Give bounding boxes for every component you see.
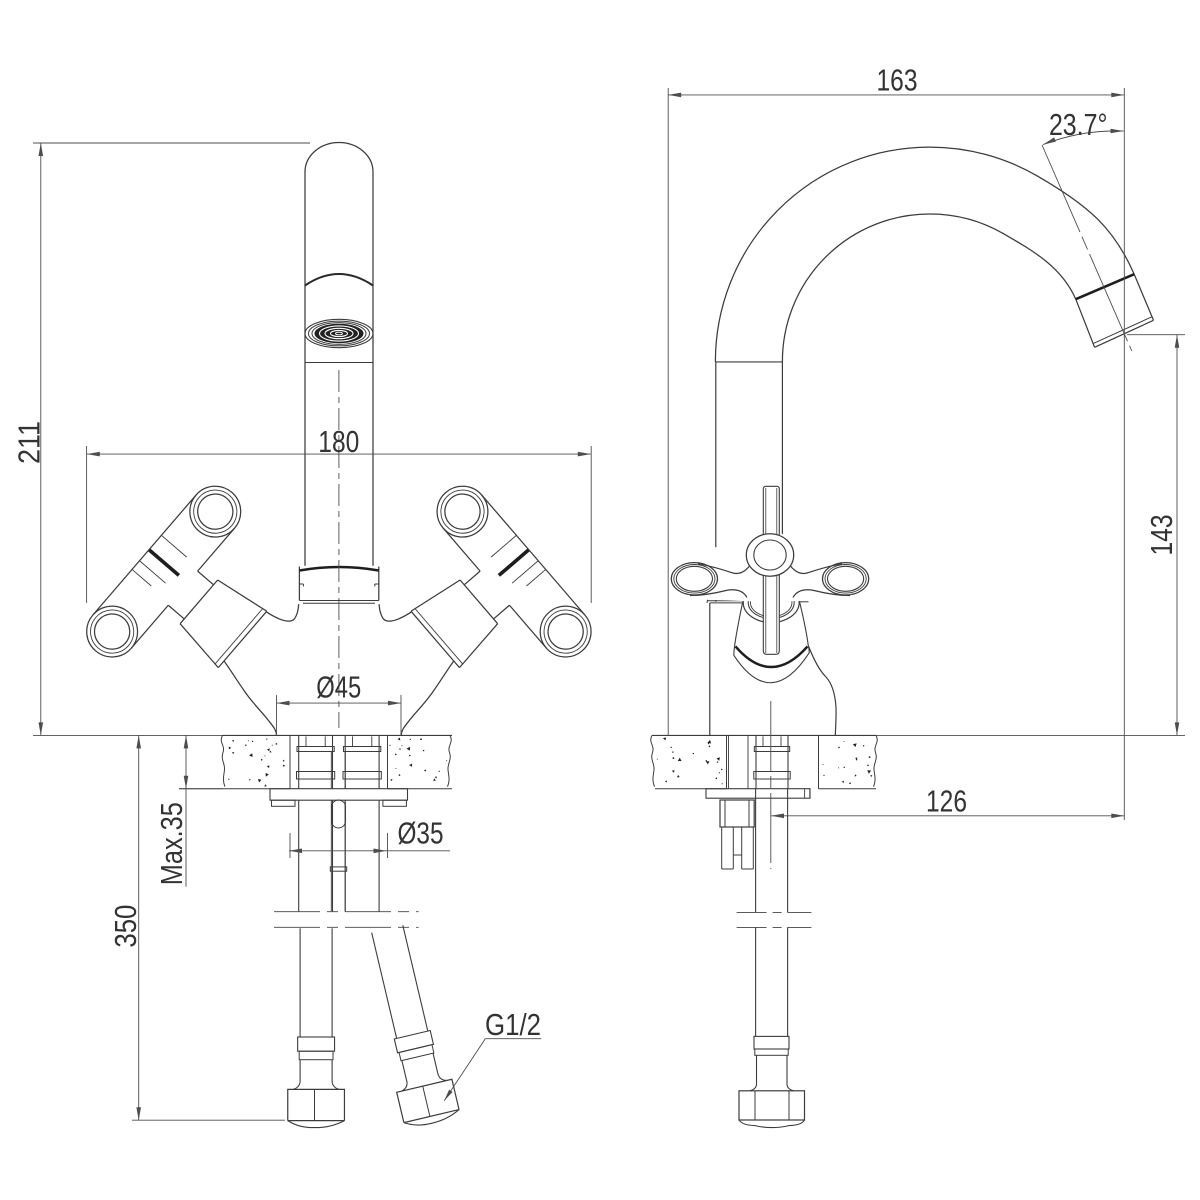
svg-text:Ø45: Ø45 xyxy=(316,669,361,704)
svg-text:180: 180 xyxy=(318,424,359,459)
svg-text:G1/2: G1/2 xyxy=(485,1007,541,1042)
svg-text:Ø35: Ø35 xyxy=(398,816,444,851)
svg-text:163: 163 xyxy=(877,62,918,97)
svg-text:126: 126 xyxy=(926,784,967,819)
svg-text:23.7°: 23.7° xyxy=(1049,107,1108,142)
svg-text:350: 350 xyxy=(108,905,143,948)
svg-text:211: 211 xyxy=(12,421,47,464)
svg-text:143: 143 xyxy=(1144,515,1179,556)
svg-text:Max.35: Max.35 xyxy=(154,802,189,885)
